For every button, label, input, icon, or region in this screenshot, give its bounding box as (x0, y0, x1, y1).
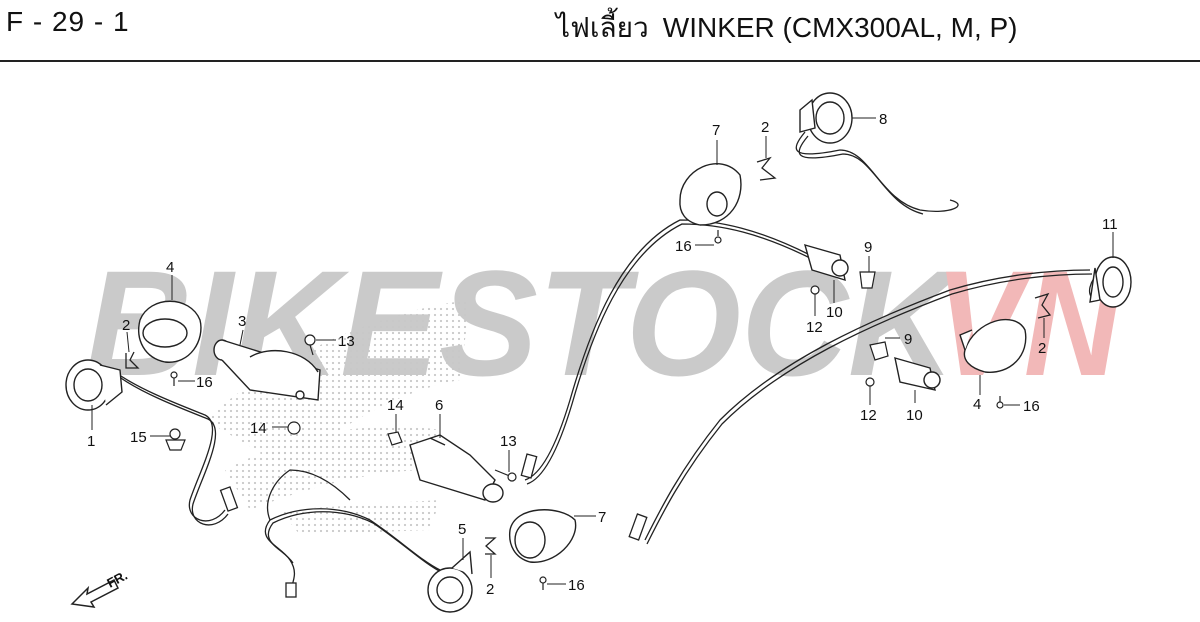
part-9-bulb-right (869, 341, 889, 361)
front-direction-indicator: FR. (70, 568, 130, 608)
part-7-winker-lens-top (679, 163, 742, 226)
callout-16-left: 16 (196, 374, 213, 391)
nut-14-left (287, 421, 301, 435)
callout-2-left: 2 (122, 317, 130, 334)
wire-harnesses (114, 131, 1101, 598)
part-2-clip-bottom (485, 537, 497, 555)
part-2-clip-top (756, 156, 777, 181)
callout-4-left: 4 (166, 259, 174, 276)
page-title-thai: ไฟเลี้ยว (556, 12, 649, 43)
page-title-english: WINKER (CMX300AL, M, P) (662, 12, 1018, 43)
callout-6: 6 (435, 397, 443, 414)
callout-2-right: 2 (1038, 340, 1046, 357)
wire-right-long (644, 269, 1091, 541)
part-8-winker-base-rear (799, 92, 853, 144)
callout-8: 8 (879, 111, 887, 128)
part-2-clip-left (125, 351, 140, 369)
front-arrow-icon (70, 578, 120, 608)
callout-16-right: 16 (1023, 398, 1040, 415)
header-divider (0, 60, 1200, 62)
screw-12-top (810, 285, 820, 295)
screw-16-bottom (539, 576, 547, 590)
part-3-stay-left (213, 339, 321, 401)
part-6-stay-center (409, 434, 504, 503)
part-7-winker-lens-bottom (508, 509, 577, 563)
wire-left-winker (114, 371, 226, 522)
watermark-accent-text: VN (935, 239, 1122, 407)
part-10-socket-right (894, 357, 941, 391)
page-header: F - 29 - 1 ไฟเลี้ยว WINKER (CMX300AL, M, … (0, 0, 1200, 62)
nut-14-center (387, 431, 403, 446)
part-9-bulb-top (859, 271, 876, 289)
callout-13-mid: 13 (500, 433, 517, 450)
callout-14-mid: 14 (387, 397, 404, 414)
callout-15: 15 (130, 429, 147, 446)
callout-2-top: 2 (761, 119, 769, 136)
background-logo (205, 300, 470, 535)
part-15-clamp (165, 428, 186, 451)
callout-4-right: 4 (973, 396, 981, 413)
leader-lines (91, 117, 1114, 585)
page-title: ไฟเลี้ยว WINKER (CMX300AL, M, P) (556, 6, 1018, 50)
callout-3: 3 (238, 313, 246, 330)
page-code: F - 29 - 1 (6, 6, 130, 37)
bolt-13-top (304, 334, 316, 356)
callout-9-top: 9 (864, 239, 872, 256)
callout-7-bottom: 7 (598, 509, 606, 526)
part-11-winker-base-right (1089, 256, 1132, 308)
callout-10-right: 10 (906, 407, 923, 424)
callout-5: 5 (458, 521, 466, 538)
screw-12-right (865, 377, 875, 387)
callout-labels: 4 2 16 1 3 13 14 15 14 6 13 5 2 7 16 7 2… (87, 111, 1118, 598)
callout-16-bottom: 16 (568, 577, 585, 594)
callout-7-top: 7 (712, 122, 720, 139)
screw-16-top (714, 230, 722, 244)
screw-16-left (170, 371, 178, 386)
callout-1: 1 (87, 433, 95, 450)
callout-10-top: 10 (826, 304, 843, 321)
callout-12-right: 12 (860, 407, 877, 424)
callout-9-right: 9 (904, 331, 912, 348)
callout-11: 11 (1102, 216, 1118, 233)
callout-13-top: 13 (338, 333, 355, 350)
part-1-winker-base (65, 359, 123, 411)
wire-top-long (524, 219, 811, 481)
bolt-13-center (494, 469, 517, 482)
part-10-socket-top (803, 243, 849, 282)
part-4-winker-lens-left (138, 300, 202, 363)
part-2-clip-right (1034, 292, 1052, 319)
callout-16-top: 16 (675, 238, 692, 255)
part-4-winker-lens-right (959, 319, 1027, 373)
callout-14-left: 14 (250, 420, 267, 437)
callout-2-bottom: 2 (486, 581, 494, 598)
screw-16-right (996, 396, 1004, 409)
part-5-winker-base-lower (427, 550, 473, 613)
callout-12-top: 12 (806, 319, 823, 336)
